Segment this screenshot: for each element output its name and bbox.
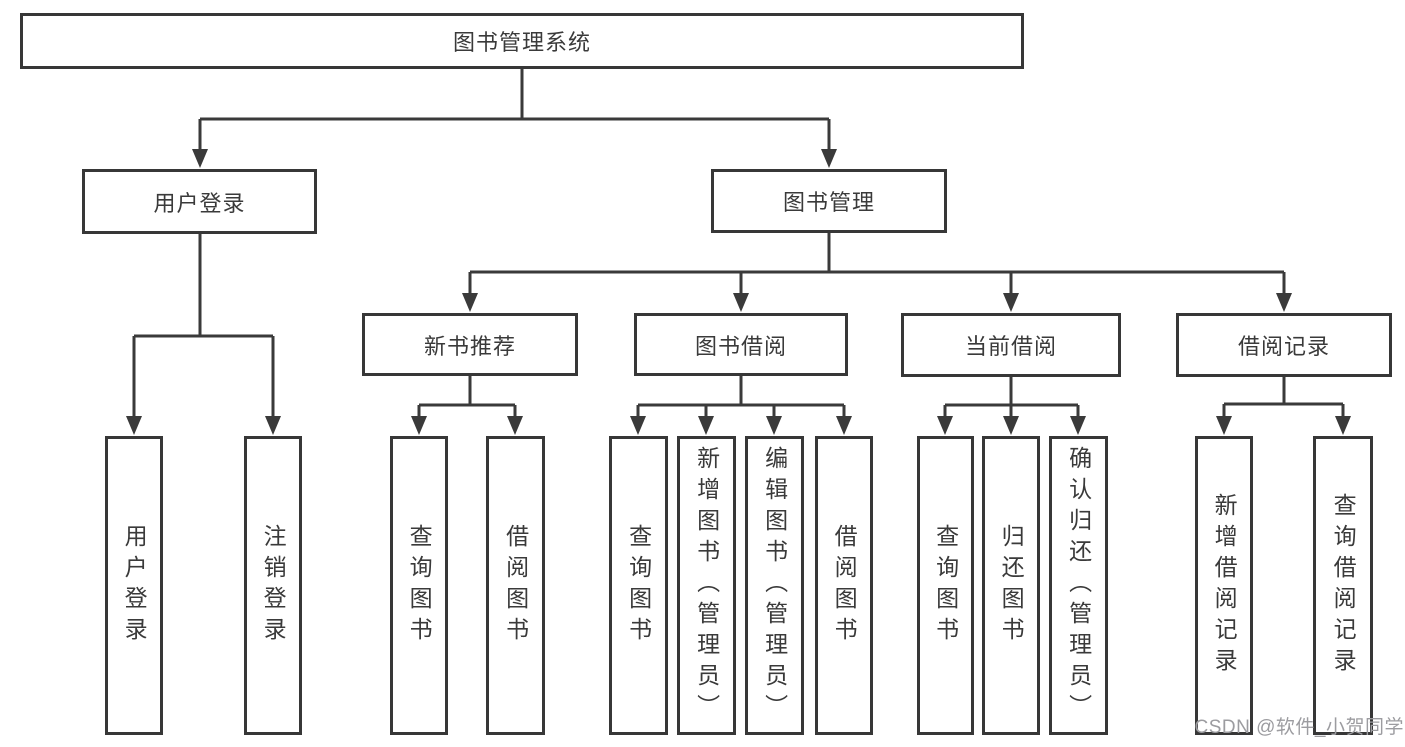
connector-path: [468, 233, 1286, 297]
leaf-edit-book-admin: 编辑图书（管理员）: [745, 436, 804, 735]
leaf-label: 借阅图书: [831, 523, 858, 648]
connectors-new-book-recommend: [411, 376, 523, 435]
node-label: 图书借阅: [694, 333, 787, 359]
arrowhead: [836, 416, 852, 435]
leaf-label: 用户登录: [121, 523, 148, 648]
node-book-borrowing: 图书借阅: [634, 313, 848, 376]
leaf-label: 借阅图书: [502, 523, 529, 648]
leaf-label: 查询图书: [625, 523, 652, 648]
leaf-logout: 注销登录: [244, 436, 302, 735]
arrowhead: [1003, 293, 1019, 312]
arrowhead: [1070, 416, 1086, 435]
leaf-borrow-books-recommend: 借阅图书: [486, 436, 545, 735]
node-book-management: 图书管理: [711, 169, 947, 233]
node-current-borrowing: 当前借阅: [901, 313, 1121, 377]
arrowhead: [265, 416, 281, 435]
arrowhead: [733, 293, 749, 312]
node-label: 当前借阅: [964, 334, 1057, 359]
connector-path: [132, 234, 275, 419]
leaf-label: 查询图书: [406, 523, 433, 648]
arrowhead: [1276, 293, 1292, 312]
connector-path: [417, 376, 517, 420]
arrowhead: [126, 416, 142, 435]
node-label: 新书推荐: [423, 333, 516, 359]
connectors-borrowing-records: [1216, 377, 1351, 435]
watermark: CSDN @软件_小贺同学: [1194, 717, 1404, 738]
arrowhead: [1216, 416, 1232, 435]
leaf-label: 新增图书（管理员）: [693, 446, 720, 725]
leaf-label: 注销登录: [260, 523, 287, 648]
arrowhead: [507, 416, 523, 435]
leaf-label: 查询图书: [932, 523, 959, 648]
connectors-book-management: [462, 233, 1292, 312]
arrowhead: [766, 416, 782, 435]
node-new-book-recommend: 新书推荐: [362, 313, 578, 376]
connector-path: [636, 376, 846, 420]
leaf-query-books-current: 查询图书: [917, 436, 974, 735]
arrowhead: [1335, 416, 1351, 435]
leaf-label: 归还图书: [998, 523, 1025, 648]
node-label: 图书管理: [782, 190, 875, 215]
connectors-current-borrowing: [937, 377, 1086, 435]
node-root: 图书管理系统: [20, 13, 1024, 69]
leaf-label: 确认归还（管理员）: [1065, 446, 1092, 725]
leaf-label: 新增借阅记录: [1211, 492, 1238, 679]
connector-path: [1222, 377, 1345, 420]
leaf-query-borrow-record: 查询借阅记录: [1313, 436, 1373, 735]
connector-path: [198, 68, 831, 153]
leaf-confirm-return-admin: 确认归还（管理员）: [1049, 436, 1108, 735]
node-borrowing-records: 借阅记录: [1176, 313, 1392, 377]
connectors-book-borrowing: [630, 376, 852, 435]
connector-path: [943, 377, 1080, 420]
arrowhead: [630, 416, 646, 435]
node-label: 图书管理系统: [452, 30, 591, 55]
leaf-label: 查询借阅记录: [1330, 492, 1357, 679]
node-user-login: 用户登录: [82, 169, 317, 234]
node-label: 借阅记录: [1237, 334, 1330, 359]
arrowhead: [192, 149, 208, 168]
leaf-query-books-borrowing: 查询图书: [609, 436, 668, 735]
arrowhead: [698, 416, 714, 435]
arrowhead: [1003, 416, 1019, 435]
leaf-return-book: 归还图书: [982, 436, 1040, 735]
leaf-user-login: 用户登录: [105, 436, 163, 735]
leaf-add-borrow-record: 新增借阅记录: [1195, 436, 1253, 735]
arrowhead: [462, 293, 478, 312]
connectors-user-login: [126, 234, 281, 435]
leaf-query-books-recommend: 查询图书: [390, 436, 448, 735]
arrowhead: [937, 416, 953, 435]
arrowhead: [821, 149, 837, 168]
leaf-add-book-admin: 新增图书（管理员）: [677, 436, 736, 735]
leaf-borrow-books: 借阅图书: [815, 436, 873, 735]
connectors-root: [192, 68, 837, 168]
leaf-label: 编辑图书（管理员）: [761, 446, 788, 725]
node-label: 用户登录: [153, 190, 246, 216]
arrowhead: [411, 416, 427, 435]
